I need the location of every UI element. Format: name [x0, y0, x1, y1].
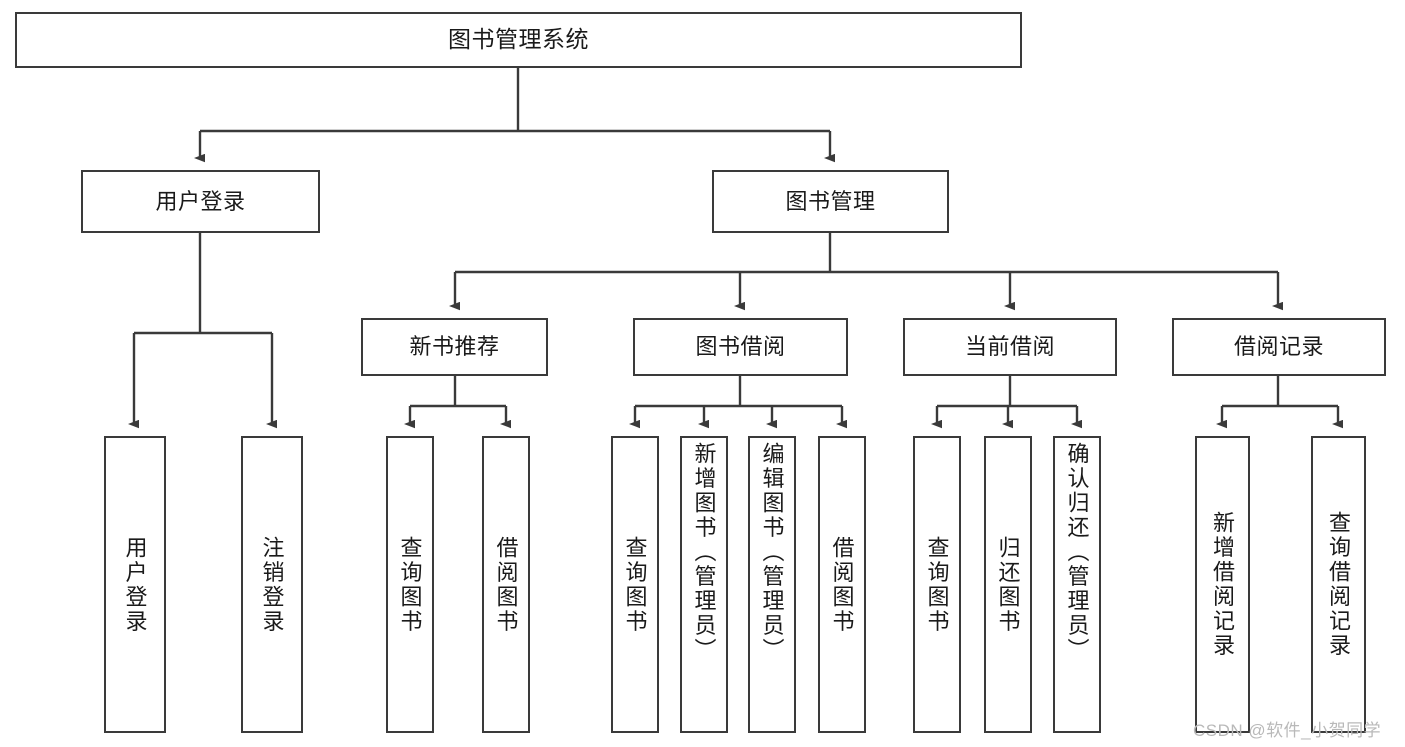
node-user-login[interactable]: 用户登录	[81, 170, 320, 233]
watermark: CSDN @软件_小贺同学	[1193, 721, 1382, 740]
node-leaf-return-book-label: 归还图书	[995, 535, 1021, 634]
node-leaf-query-record-label: 查询借阅记录	[1326, 511, 1352, 658]
node-root[interactable]: 图书管理系统	[15, 12, 1022, 68]
node-leaf-query-book-3-label: 查询图书	[924, 535, 950, 634]
node-leaf-edit-book[interactable]: 编辑图书（管理员）	[748, 436, 796, 733]
node-book-borrow-label: 图书借阅	[695, 334, 786, 360]
node-borrow-record[interactable]: 借阅记录	[1172, 318, 1386, 376]
node-root-label: 图书管理系统	[448, 26, 589, 53]
node-leaf-borrow-book-1-label: 借阅图书	[493, 535, 519, 634]
node-leaf-query-book-3[interactable]: 查询图书	[913, 436, 961, 733]
node-current-borrow[interactable]: 当前借阅	[903, 318, 1117, 376]
node-leaf-add-book-label: 新增图书（管理员）	[691, 442, 717, 663]
node-leaf-query-book-2[interactable]: 查询图书	[611, 436, 659, 733]
node-leaf-query-book-1[interactable]: 查询图书	[386, 436, 434, 733]
node-new-book-recommend-label: 新书推荐	[409, 334, 500, 360]
node-current-borrow-label: 当前借阅	[964, 334, 1055, 360]
node-leaf-query-record[interactable]: 查询借阅记录	[1311, 436, 1366, 733]
node-book-borrow[interactable]: 图书借阅	[633, 318, 848, 376]
node-leaf-query-book-1-label: 查询图书	[397, 535, 423, 634]
node-leaf-logout-label: 注销登录	[259, 535, 285, 634]
node-leaf-query-book-2-label: 查询图书	[622, 535, 648, 634]
node-leaf-add-book[interactable]: 新增图书（管理员）	[680, 436, 728, 733]
node-leaf-borrow-book-1[interactable]: 借阅图书	[482, 436, 530, 733]
node-book-manage-label: 图书管理	[785, 188, 876, 214]
node-leaf-add-record[interactable]: 新增借阅记录	[1195, 436, 1250, 733]
node-leaf-edit-book-label: 编辑图书（管理员）	[759, 442, 785, 663]
node-leaf-confirm-return[interactable]: 确认归还（管理员）	[1053, 436, 1101, 733]
node-book-manage[interactable]: 图书管理	[712, 170, 949, 233]
node-leaf-user-login-label: 用户登录	[122, 535, 148, 634]
node-user-login-label: 用户登录	[155, 188, 246, 214]
node-leaf-borrow-book-2[interactable]: 借阅图书	[818, 436, 866, 733]
node-leaf-logout[interactable]: 注销登录	[241, 436, 303, 733]
node-leaf-return-book[interactable]: 归还图书	[984, 436, 1032, 733]
node-leaf-add-record-label: 新增借阅记录	[1210, 511, 1236, 658]
node-new-book-recommend[interactable]: 新书推荐	[361, 318, 548, 376]
node-borrow-record-label: 借阅记录	[1233, 334, 1324, 360]
node-leaf-user-login[interactable]: 用户登录	[104, 436, 166, 733]
node-leaf-confirm-return-label: 确认归还（管理员）	[1064, 442, 1090, 663]
node-leaf-borrow-book-2-label: 借阅图书	[829, 535, 855, 634]
